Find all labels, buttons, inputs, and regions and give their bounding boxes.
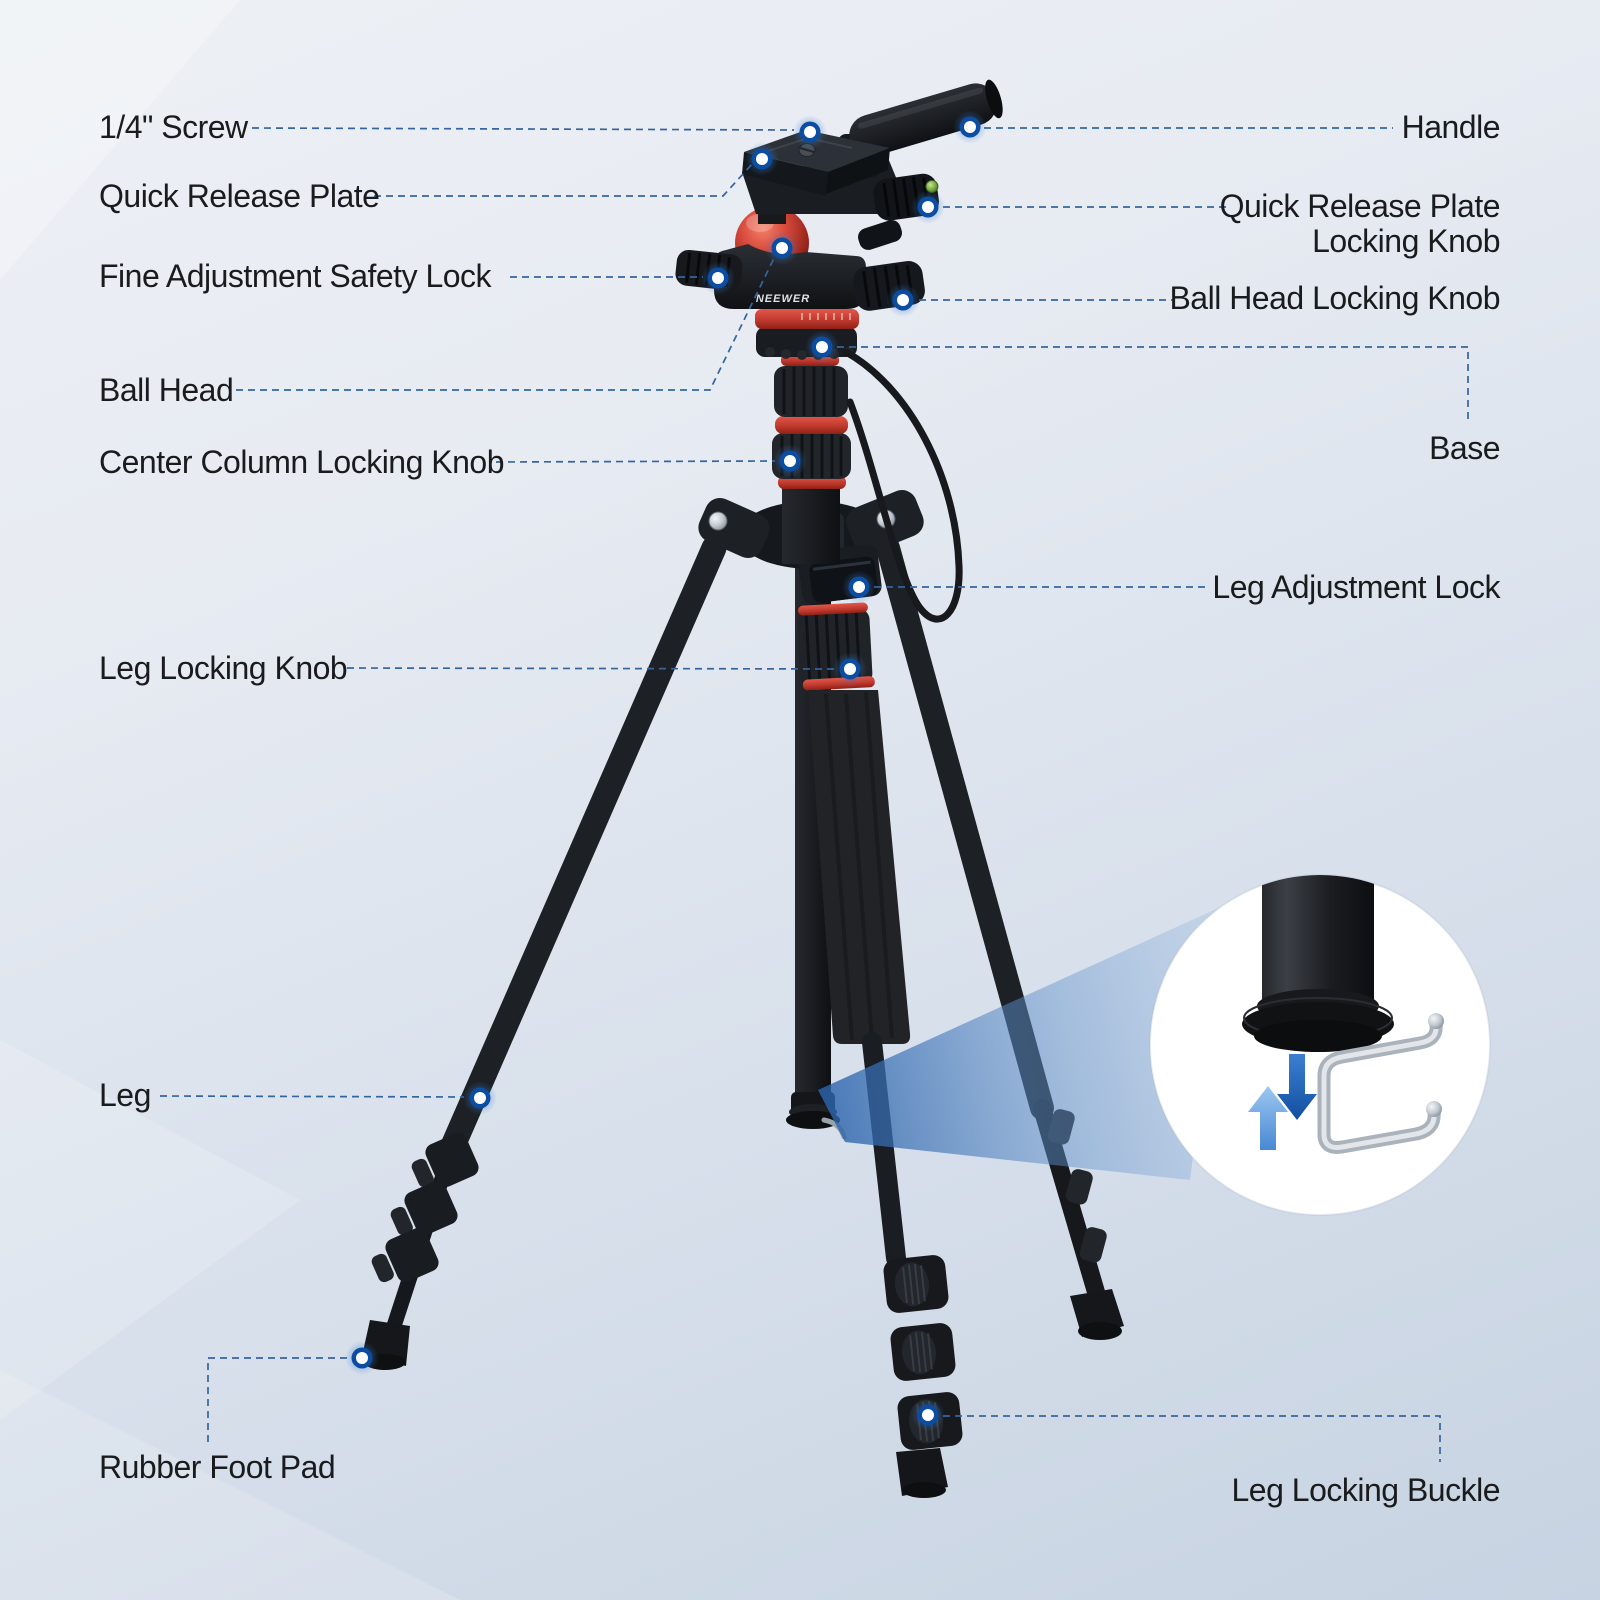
marker-ball-head — [765, 231, 799, 265]
up-arrow-icon — [1248, 1086, 1288, 1150]
callout-rubber-foot-pad: Rubber Foot Pad — [99, 1449, 336, 1485]
callout-line-1: Quick Release Plate — [1219, 188, 1501, 224]
marker-leg-adjustment-lock — [842, 570, 876, 604]
column-ribbed-section — [774, 366, 848, 417]
marker-center-column-locking-knob — [773, 444, 807, 478]
background-highlights — [0, 0, 460, 1600]
callout-quick-release-plate: Quick Release Plate — [99, 178, 380, 214]
marker-qr-plate-locking-knob — [911, 190, 945, 224]
leader-leg-locking-knob — [346, 667, 836, 670]
wrist-strap — [842, 348, 963, 623]
marker-leg-locking-knob — [833, 652, 867, 686]
leader-leg — [159, 1095, 465, 1098]
brand-logo: NEEWER — [756, 293, 810, 305]
pan-lever — [858, 220, 902, 250]
beam-highlight — [818, 905, 1225, 1180]
leader-base — [837, 346, 1469, 424]
marker-handle — [953, 110, 987, 144]
callout-quarter-screw: 1/4" Screw — [99, 109, 248, 145]
callout-ball-head: Ball Head — [99, 372, 234, 408]
callout-leg: Leg — [99, 1077, 151, 1113]
marker-leg-locking-buckle — [911, 1398, 945, 1432]
callout-leg-locking-buckle: Leg Locking Buckle — [1231, 1472, 1500, 1508]
head-housing — [714, 244, 866, 309]
marker-rubber-foot-pad — [345, 1341, 379, 1375]
marker-quick-release-plate — [745, 142, 779, 176]
ball-head-assembly: NEEWER — [675, 206, 925, 564]
right-leg — [876, 536, 1124, 1340]
left-leg-buckles — [371, 1132, 479, 1283]
right-rubber-foot — [1070, 1289, 1124, 1340]
pan-ring — [755, 309, 859, 329]
front-rubber-foot — [896, 1448, 948, 1498]
left-leg — [362, 535, 727, 1370]
down-arrow-icon — [1277, 1054, 1317, 1120]
marker-leg — [463, 1081, 497, 1115]
leader-leg-locking-buckle — [943, 1415, 1441, 1462]
hook-icon — [1317, 1013, 1444, 1154]
marker-base — [805, 330, 839, 364]
callout-base: Base — [1429, 430, 1500, 466]
quick-release-assembly — [742, 79, 1003, 224]
callout-leg-locking-knob: Leg Locking Knob — [99, 650, 348, 686]
inset-center-column — [1262, 875, 1374, 1008]
marker-quarter-screw — [793, 115, 827, 149]
callout-qr-plate-locking-knob: Quick Release Plate Locking Knob — [1219, 188, 1501, 259]
callout-fine-adjustment-safety-lock: Fine Adjustment Safety Lock — [99, 258, 492, 294]
leader-quick-release-plate — [374, 162, 754, 197]
hinge-screw-left — [708, 511, 728, 531]
callout-leg-adjustment-lock: Leg Adjustment Lock — [1212, 569, 1500, 605]
callout-center-column-locking-knob: Center Column Locking Knob — [99, 444, 505, 480]
leader-ball-head — [236, 251, 778, 391]
callout-handle: Handle — [1401, 109, 1501, 145]
leader-quarter-screw — [251, 127, 795, 131]
leader-center-column-locking-knob — [495, 460, 776, 463]
callout-ball-head-locking-knob: Ball Head Locking Knob — [1169, 280, 1500, 316]
leader-rubber-foot-pad — [207, 1357, 347, 1442]
marker-fine-adjustment-safety-lock — [701, 261, 735, 295]
leader-lines — [159, 127, 1469, 1462]
callout-line-2: Locking Knob — [1312, 223, 1500, 259]
handle-part — [849, 79, 1003, 157]
inset-detail-circle — [1149, 874, 1491, 1216]
marker-ball-head-locking-knob — [886, 283, 920, 317]
